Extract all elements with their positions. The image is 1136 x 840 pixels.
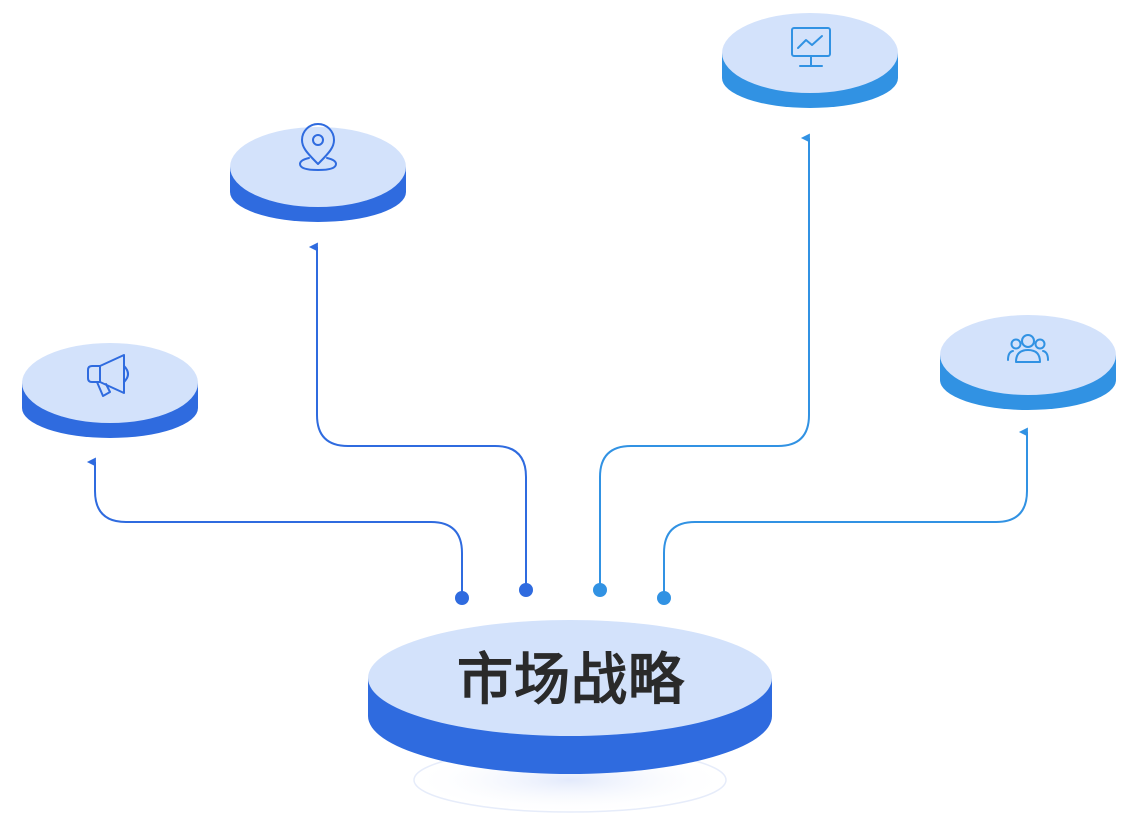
chart-monitor-icon — [791, 27, 831, 67]
users-disc[interactable] — [940, 315, 1116, 410]
center-title: 市场战略 — [457, 647, 685, 713]
center-disc — [368, 620, 772, 774]
connector-dot-users — [657, 591, 671, 605]
connector-dot-location — [519, 583, 533, 597]
megaphone-icon — [87, 354, 129, 397]
connector-location — [308, 242, 527, 590]
megaphone-disc[interactable] — [22, 343, 198, 438]
connector-users — [663, 427, 1028, 598]
location-disc[interactable] — [230, 123, 406, 222]
connector-dot-chart — [593, 583, 607, 597]
chart-disc[interactable] — [722, 13, 898, 108]
connector-dot-megaphone — [455, 591, 469, 605]
users-group-icon — [1007, 334, 1049, 363]
connector-megaphone — [86, 457, 463, 598]
connector-chart — [599, 133, 810, 590]
location-pin-icon — [299, 123, 337, 171]
